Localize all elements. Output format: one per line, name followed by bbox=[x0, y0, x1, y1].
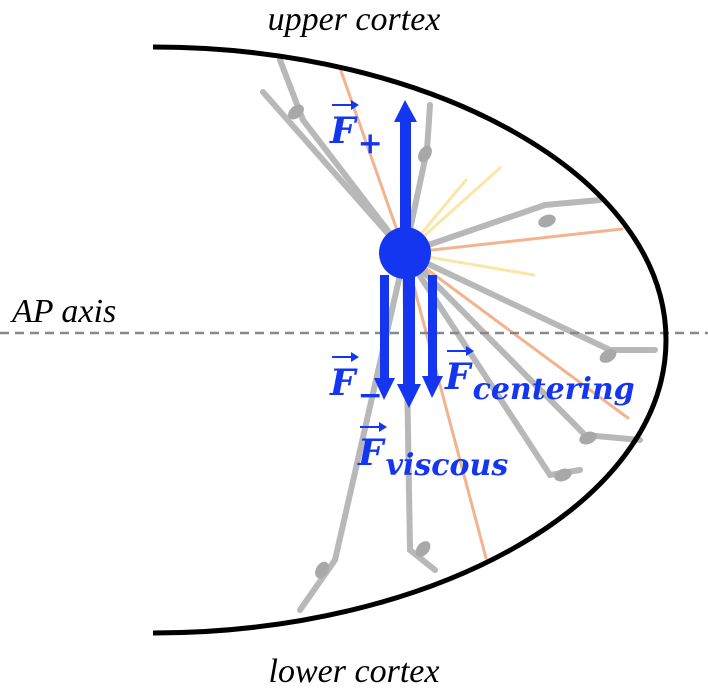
f-viscous-subscript: viscous bbox=[386, 448, 509, 483]
f-centering-label: Fcentering bbox=[445, 356, 635, 398]
motor-protein bbox=[536, 212, 557, 229]
f-minus-subscript: − bbox=[358, 378, 383, 413]
f-centering-symbol: F bbox=[445, 356, 471, 398]
microtubule-gray bbox=[280, 60, 405, 253]
lower-cortex-label: lower cortex bbox=[0, 652, 708, 692]
f-centering-subscript: centering bbox=[473, 372, 635, 407]
f-plus-label: F+ bbox=[330, 110, 383, 152]
f-viscous-label: Fviscous bbox=[358, 432, 508, 474]
f-centering-arrow-shaft bbox=[428, 275, 437, 378]
ap-axis-label: AP axis bbox=[12, 292, 116, 332]
f-viscous-symbol: F bbox=[358, 432, 384, 474]
f-plus-symbol: F bbox=[330, 110, 356, 152]
centrosome bbox=[379, 227, 431, 279]
f-minus-symbol: F bbox=[330, 362, 356, 404]
f-plus-arrow-head bbox=[394, 100, 417, 122]
f-plus-arrow-shaft bbox=[400, 120, 411, 228]
gray-microtubules bbox=[263, 60, 655, 610]
upper-cortex-label: upper cortex bbox=[0, 0, 708, 40]
microtubule-gray bbox=[405, 253, 655, 350]
motor-protein bbox=[415, 143, 434, 165]
f-viscous-arrow-shaft bbox=[403, 275, 415, 385]
f-plus-subscript: + bbox=[358, 126, 383, 161]
f-viscous-arrow-head bbox=[397, 384, 421, 408]
f-minus-label: F− bbox=[330, 362, 383, 404]
